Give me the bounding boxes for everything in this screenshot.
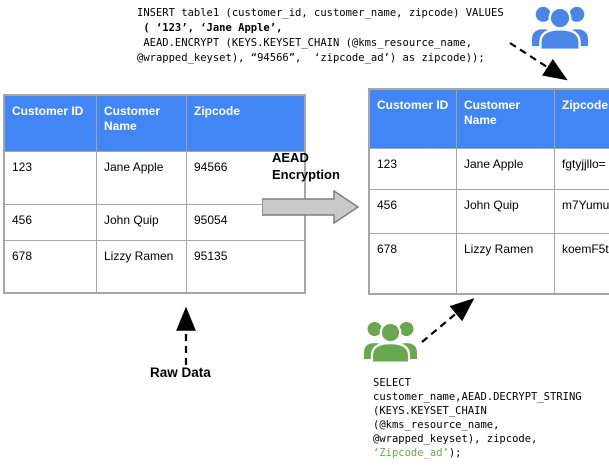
users-group-green-icon	[364, 317, 417, 364]
insert-dashed-arrow	[496, 36, 580, 88]
code-line: customer_name,AEAD.DECRYPT_STRING	[373, 391, 582, 403]
column-header: Zipcode	[186, 94, 306, 152]
column-header: Customer ID	[3, 94, 97, 152]
column-header: Customer Name	[456, 88, 555, 149]
raw-data-label: Raw Data	[150, 365, 211, 380]
table-cell: Lizzy Ramen	[96, 239, 187, 294]
column-header: Zipcode	[554, 88, 609, 149]
code-line: (KEYS.KEYSET_CHAIN	[373, 405, 487, 417]
table-cell: Lizzy Ramen	[456, 232, 555, 295]
insert-query-code: INSERT table1 (customer_id, customer_nam…	[137, 6, 504, 66]
code-line: AEAD.ENCRYPT (KEYS.KEYSET_CHAIN (@kms_re…	[137, 37, 473, 49]
table-cell: 123	[3, 150, 97, 205]
table-cell: Jane Apple	[456, 147, 555, 190]
table-cell: m7Yumuawqry	[554, 188, 609, 234]
table-cell: 456	[3, 203, 97, 241]
table-cell: 94566	[186, 150, 306, 205]
users-group-blue-icon	[532, 3, 588, 51]
table-cell: John Quip	[456, 188, 555, 234]
column-header: Customer Name	[96, 94, 187, 152]
select-query-code: SELECT customer_name,AEAD.DECRYPT_STRING (…	[373, 376, 582, 460]
table-cell: John Quip	[96, 203, 187, 241]
table-cell: 456	[368, 188, 457, 234]
table-cell: 678	[3, 239, 97, 294]
table-cell: Jane Apple	[96, 150, 187, 205]
table-cell: 678	[368, 232, 457, 295]
aead-encryption-arrow	[261, 189, 360, 225]
raw-data-dashed-arrow	[176, 300, 196, 368]
table-cell: fgtyjjllo=	[554, 147, 609, 190]
aead-encryption-label: AEAD Encryption	[272, 150, 340, 182]
code-line: ‘Zipcode_ad’);	[373, 447, 462, 459]
code-line: SELECT	[373, 377, 411, 389]
code-line: @wrapped_keyset), “94566”, ‘zipcode_ad’)…	[137, 52, 485, 64]
code-line: (@kms_resource_name,	[373, 419, 500, 431]
table-cell: koemF5ter=	[554, 232, 609, 295]
code-line: @wrapped_keyset), zipcode,	[373, 433, 538, 445]
code-line: ( ‘123’, ‘Jane Apple’,	[137, 22, 283, 34]
table-cell: 123	[368, 147, 457, 190]
table-cell: 95135	[186, 239, 306, 294]
select-dashed-arrow	[414, 291, 484, 349]
column-header: Customer ID	[368, 88, 457, 149]
code-line: INSERT table1 (customer_id, customer_nam…	[137, 7, 504, 19]
